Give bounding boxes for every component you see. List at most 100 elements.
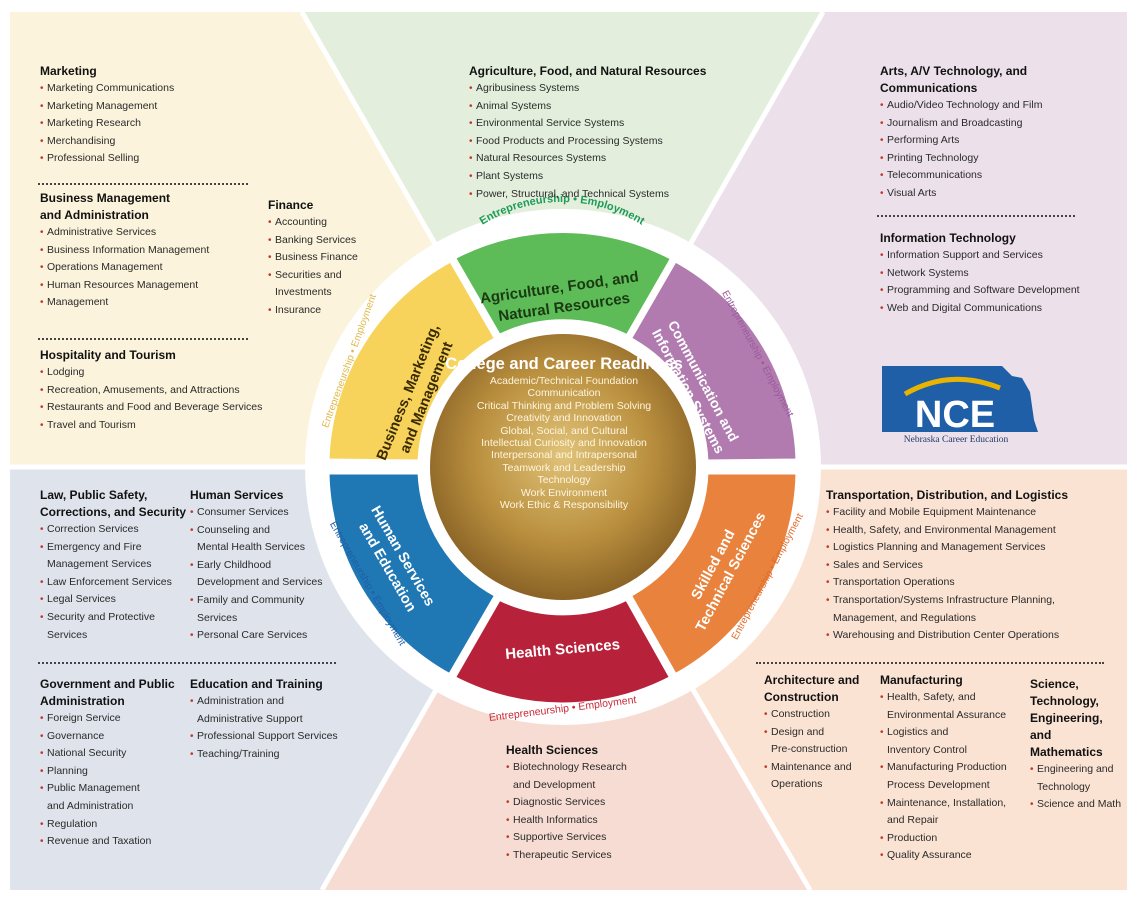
pathway-title: and Mathematics bbox=[1030, 728, 1103, 759]
pathway-item: Administration and bbox=[190, 693, 338, 711]
pathway-item: Marketing Communications bbox=[40, 80, 174, 98]
pathway-information-technology: Information Technology Information Suppo… bbox=[880, 230, 1080, 317]
pathway-item: Marketing Research bbox=[40, 115, 174, 133]
pathway-item: Governance bbox=[40, 728, 175, 746]
pathway-item: Development and Services bbox=[197, 576, 323, 589]
pathway-item: Animal Systems bbox=[469, 98, 706, 116]
pathway-government: Government and Public Administration For… bbox=[40, 676, 175, 851]
pathway-item: Telecommunications bbox=[880, 167, 1042, 185]
core-item: Work Ethic & Responsibility bbox=[499, 499, 629, 512]
pathway-title: Transportation, Distribution, and Logist… bbox=[826, 488, 1069, 502]
pathway-item: Personal Care Services bbox=[190, 627, 322, 645]
pathway-item: Accounting bbox=[268, 214, 358, 232]
pathway-title: Communications bbox=[880, 81, 978, 95]
pathway-item: Planning bbox=[40, 763, 175, 781]
pathway-item: Supportive Services bbox=[506, 829, 627, 847]
pathway-item: Maintenance and bbox=[764, 759, 859, 777]
core-item: Interpersonal and Intrapersonal bbox=[491, 449, 637, 462]
pathway-title: Technology, bbox=[1030, 694, 1099, 708]
pathway-item: Journalism and Broadcasting bbox=[880, 115, 1042, 133]
pathway-item: Management, and Regulations bbox=[833, 611, 977, 624]
pathway-item: Printing Technology bbox=[880, 150, 1042, 168]
pathway-item: Operations bbox=[771, 778, 823, 791]
pathway-item: Regulation bbox=[40, 816, 175, 834]
pathway-item: Restaurants and Food and Beverage Servic… bbox=[40, 399, 262, 417]
pathway-hospitality: Hospitality and Tourism Lodging Recreati… bbox=[40, 347, 262, 434]
pathway-stem: Science, Technology, Engineering, and Ma… bbox=[1030, 676, 1127, 814]
pathway-item: Technology bbox=[1037, 780, 1091, 793]
pathway-item: Travel and Tourism bbox=[40, 417, 262, 435]
pathway-title: Agriculture, Food, and Natural Resources bbox=[469, 64, 707, 78]
pathway-item: Management bbox=[40, 294, 209, 312]
pathway-business-management: Business Management and Administration A… bbox=[40, 190, 209, 312]
pathway-title: and Administration bbox=[40, 208, 149, 222]
pathway-item: Transportation/Systems Infrastructure Pl… bbox=[826, 592, 1068, 610]
segment-human-services bbox=[324, 469, 501, 680]
pathway-item: Food Products and Processing Systems bbox=[469, 133, 706, 151]
divider bbox=[877, 215, 1075, 217]
pathway-item: Plant Systems bbox=[469, 168, 706, 186]
divider bbox=[38, 662, 336, 664]
pathway-item: Marketing Management bbox=[40, 98, 174, 116]
pathway-item: Manufacturing Production bbox=[880, 759, 1007, 777]
pathway-item: Performing Arts bbox=[880, 132, 1042, 150]
pathway-title: Finance bbox=[268, 198, 314, 212]
pathway-title: Hospitality and Tourism bbox=[40, 348, 176, 362]
pathway-item: Network Systems bbox=[880, 265, 1080, 283]
pathway-title: Health Sciences bbox=[506, 743, 599, 757]
pathway-item: and Administration bbox=[47, 799, 134, 812]
pathway-item: Services bbox=[47, 628, 88, 641]
pathway-item: Information Support and Services bbox=[880, 247, 1080, 265]
segment-health bbox=[449, 594, 676, 708]
pathway-architecture: Architecture and Construction Constructi… bbox=[764, 672, 859, 794]
pathway-title: Construction bbox=[764, 690, 839, 704]
pathway-item: Visual Arts bbox=[880, 185, 1042, 203]
core-item: Creativity and Innovation bbox=[506, 412, 622, 425]
pathway-item: Science and Math bbox=[1030, 796, 1127, 814]
pathway-item: Logistics Planning and Management Servic… bbox=[826, 539, 1068, 557]
pathway-item: Legal Services bbox=[40, 591, 186, 609]
core-item: Work Environment bbox=[520, 486, 608, 499]
pathway-item: Public Management bbox=[40, 780, 175, 798]
pathway-item: Environmental Service Systems bbox=[469, 115, 706, 133]
pathway-item: Inventory Control bbox=[887, 743, 967, 756]
pathway-item: Business Finance bbox=[268, 249, 358, 267]
pathway-item: Administrative Services bbox=[40, 224, 209, 242]
pathway-title: Administration bbox=[40, 694, 125, 708]
pathway-item: Construction bbox=[764, 706, 859, 724]
core-item: Teamwork and Leadership bbox=[502, 461, 626, 474]
pathway-marketing: Marketing Marketing Communications Marke… bbox=[40, 63, 174, 168]
core-item: Technology bbox=[537, 474, 591, 487]
pathway-title: Manufacturing bbox=[880, 673, 963, 687]
pathway-item: Biotechnology Research bbox=[506, 759, 627, 777]
pathway-item: Human Resources Management bbox=[40, 277, 209, 295]
pathway-item: Consumer Services bbox=[190, 504, 322, 522]
pathway-title: Marketing bbox=[40, 64, 97, 78]
pathway-title: Information Technology bbox=[880, 231, 1016, 245]
segment-skilled bbox=[625, 469, 801, 680]
pathway-item: Early Childhood bbox=[190, 557, 322, 575]
pathway-item: Health Informatics bbox=[506, 812, 627, 830]
pathway-item: Correction Services bbox=[40, 521, 186, 539]
pathway-item: Mental Health Services bbox=[197, 541, 305, 554]
pathway-item: Diagnostic Services bbox=[506, 794, 627, 812]
pathway-item: Insurance bbox=[268, 302, 358, 320]
nce-logo: NCE Nebraska Career Education bbox=[882, 366, 1038, 445]
pathway-item: Merchandising bbox=[40, 133, 174, 151]
pathway-item: Lodging bbox=[40, 364, 262, 382]
nebraska-shape bbox=[882, 366, 1038, 432]
segment-communication bbox=[625, 256, 801, 465]
nce-caption: Nebraska Career Education bbox=[904, 435, 1009, 445]
pathway-item: Transportation Operations bbox=[826, 574, 1068, 592]
pathway-item: Security and Protective bbox=[40, 609, 186, 627]
pathway-title: Business Management bbox=[40, 191, 171, 205]
pathway-item: Environmental Assurance bbox=[887, 708, 1007, 721]
pathway-item: Health, Safety, and Environmental Manage… bbox=[826, 522, 1068, 540]
nce-logo-text: NCE bbox=[915, 394, 995, 436]
pathway-item: Therapeutic Services bbox=[506, 847, 627, 865]
segment-agriculture bbox=[449, 228, 677, 341]
pathway-item: Administrative Support bbox=[197, 712, 303, 725]
core-item: Academic/Technical Foundation bbox=[489, 375, 639, 387]
pathway-law: Law, Public Safety, Corrections, and Sec… bbox=[40, 487, 186, 644]
pathway-item: Teaching/Training bbox=[190, 746, 338, 764]
